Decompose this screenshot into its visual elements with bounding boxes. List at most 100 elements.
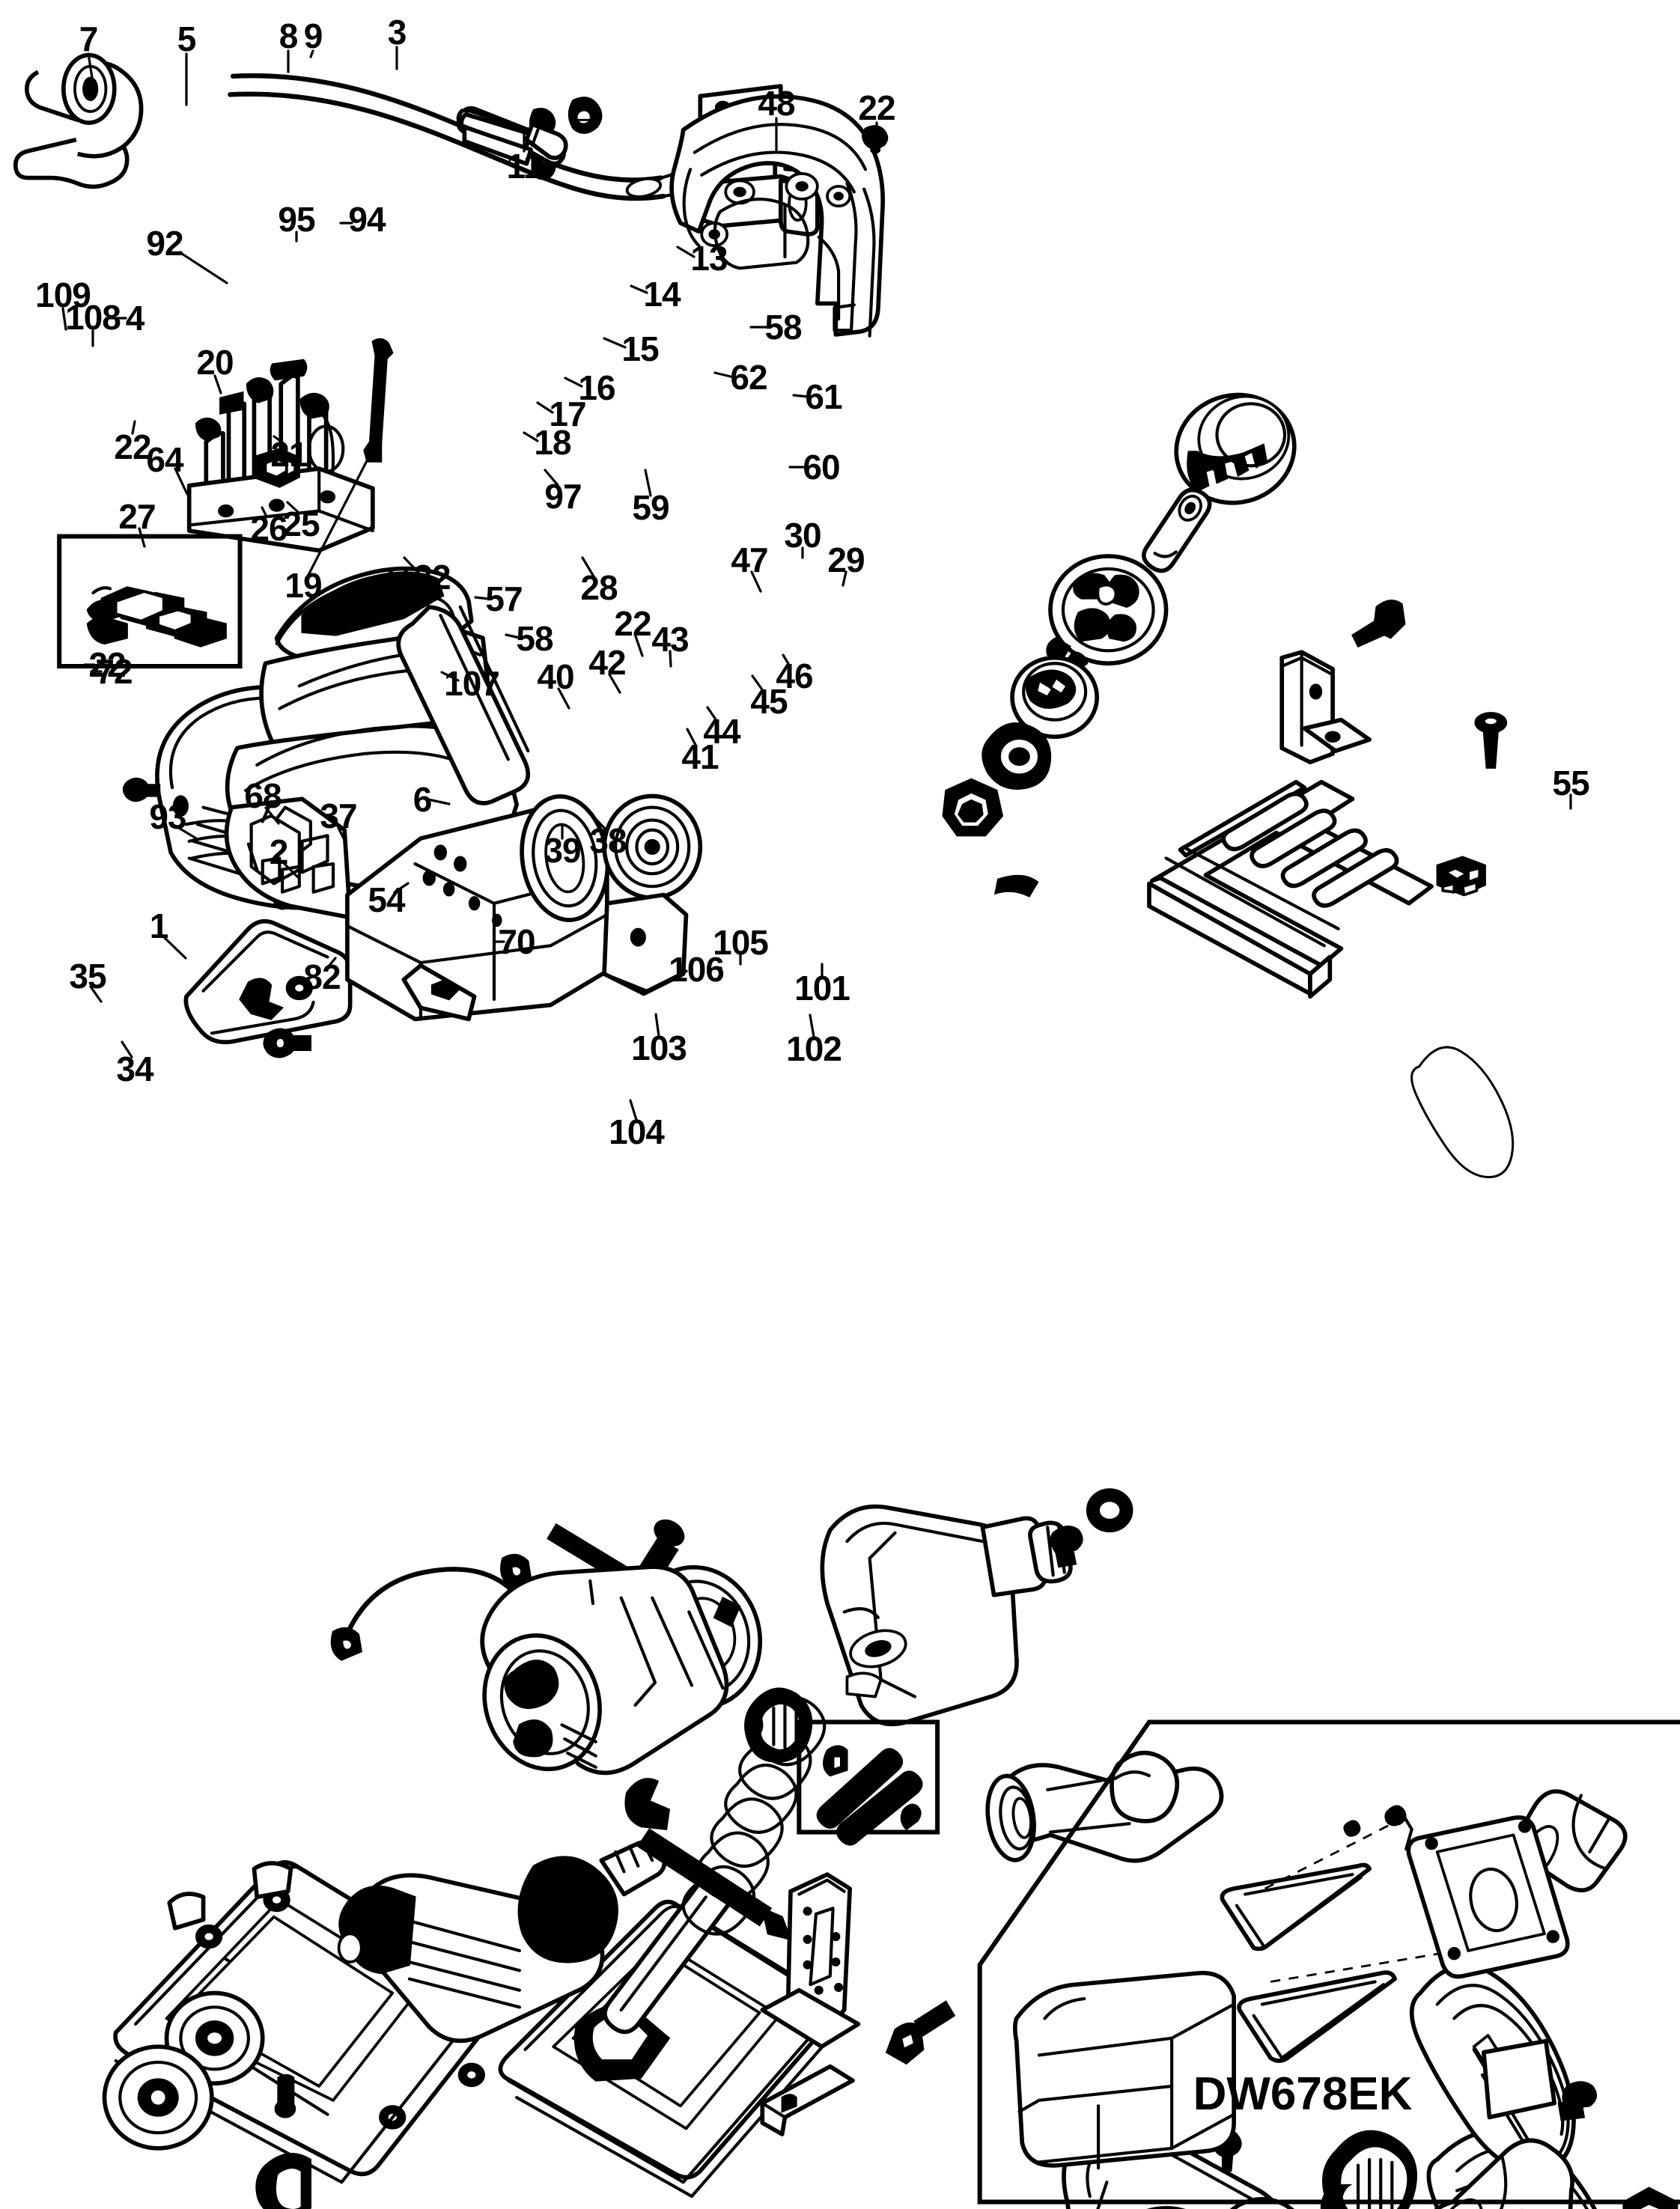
callout-58: 58 xyxy=(516,619,553,658)
callout-29: 29 xyxy=(827,540,865,579)
part-47-belt xyxy=(1410,1046,1576,2178)
callout-102: 102 xyxy=(786,1029,842,1068)
leader-97 xyxy=(544,469,559,487)
callout-72: 72 xyxy=(95,652,133,691)
callout-5: 5 xyxy=(177,19,197,58)
leader-27 xyxy=(138,527,146,548)
part-59-fence xyxy=(1147,779,1434,999)
leader-22 xyxy=(634,635,644,657)
leader-lines xyxy=(61,46,1572,1121)
callout-95: 95 xyxy=(278,200,315,239)
callout-4: 4 xyxy=(125,299,145,338)
callout-32: 32 xyxy=(413,558,451,597)
leader-102 xyxy=(809,1014,815,1038)
leader-22 xyxy=(131,420,136,435)
leader-21 xyxy=(273,435,286,445)
part-22-screw-left xyxy=(122,777,161,802)
part-30-nameplate xyxy=(1482,2038,1556,2120)
part-22-screw-top-right xyxy=(862,125,889,154)
leader-13 xyxy=(676,246,696,258)
callout-6: 6 xyxy=(413,780,433,819)
part-57-guide xyxy=(760,1872,861,2049)
part-107-bar xyxy=(760,2064,855,2136)
leader-41 xyxy=(686,728,698,748)
leader-29 xyxy=(841,570,847,587)
callout-13: 13 xyxy=(690,239,728,278)
part-58-bolt-lower xyxy=(885,2000,956,2065)
leader-43 xyxy=(669,650,672,668)
callout-64: 64 xyxy=(146,440,183,479)
callout-22: 22 xyxy=(88,645,126,684)
part-28-dust-port xyxy=(985,1750,1224,1863)
part-82-wrench xyxy=(624,1778,792,1941)
callout-21: 21 xyxy=(270,435,308,474)
callout-57: 57 xyxy=(485,579,523,618)
part-22-screw-shoe xyxy=(274,2074,296,2118)
leader-1 xyxy=(162,935,187,960)
callout-104: 104 xyxy=(609,1112,665,1151)
callout-34: 34 xyxy=(116,1049,153,1088)
callout-16: 16 xyxy=(578,368,615,407)
leader-20 xyxy=(213,374,222,394)
callout-1: 1 xyxy=(149,907,169,945)
dust-bag-inset-box xyxy=(977,1719,1680,2205)
callout-20: 20 xyxy=(196,343,234,382)
callout-92: 92 xyxy=(146,224,183,263)
part-6-fan-housing xyxy=(820,1504,1073,1727)
leader-14 xyxy=(630,284,648,294)
part-64-side-cover xyxy=(183,918,353,1045)
callout-39: 39 xyxy=(544,831,581,870)
leader-34 xyxy=(121,1040,133,1058)
main-planer-housing xyxy=(224,566,703,1022)
leader-47 xyxy=(750,570,762,593)
callout-8: 8 xyxy=(279,16,299,55)
part-19b-post-assembly xyxy=(498,1695,839,2199)
callout-101: 101 xyxy=(794,969,850,1008)
callout-43: 43 xyxy=(651,620,689,659)
callout-17: 17 xyxy=(549,394,586,433)
leader-68 xyxy=(264,806,280,825)
leader-93 xyxy=(174,824,198,840)
part-39-screw xyxy=(1050,1526,1083,1568)
leader-109 xyxy=(61,307,67,331)
leader-35 xyxy=(89,985,103,1003)
callout-70: 70 xyxy=(498,922,535,961)
callout-9: 9 xyxy=(303,16,323,55)
callout-15: 15 xyxy=(621,329,659,368)
leader-59 xyxy=(644,469,652,497)
leader-62 xyxy=(713,371,735,379)
callout-47: 47 xyxy=(731,540,768,579)
callout-60: 60 xyxy=(803,448,840,487)
leader-58 xyxy=(505,633,521,639)
callout-55: 55 xyxy=(1552,764,1589,802)
leader-28 xyxy=(581,556,595,578)
part-97-clip xyxy=(993,874,1039,898)
part-95-nut xyxy=(256,448,300,488)
callout-35: 35 xyxy=(69,957,106,996)
callout-48: 48 xyxy=(758,84,795,123)
callout-94: 94 xyxy=(348,200,386,239)
part-58-bolt-upper xyxy=(1351,600,1406,648)
leader-57 xyxy=(474,596,490,600)
leader-6 xyxy=(427,798,451,805)
callout-103: 103 xyxy=(631,1029,687,1067)
callout-97: 97 xyxy=(544,477,582,516)
callout-45: 45 xyxy=(750,682,788,721)
leader-44 xyxy=(706,706,719,723)
part-70-key-inset xyxy=(797,1719,940,1846)
callout-108: 108 xyxy=(65,298,121,337)
leader-106 xyxy=(707,966,722,971)
leader-25 xyxy=(286,501,299,514)
callout-42: 42 xyxy=(588,643,626,682)
callout-105: 105 xyxy=(713,923,769,962)
part-27-screw xyxy=(263,1028,311,1058)
callout-22: 22 xyxy=(858,88,895,127)
leader-45 xyxy=(751,674,765,693)
part-18-hex-nut xyxy=(942,778,1004,837)
leader-46 xyxy=(782,653,791,668)
part-15-knob-insert xyxy=(1046,554,1169,673)
leader-9 xyxy=(309,49,314,58)
part-72-clip xyxy=(255,2153,311,2209)
